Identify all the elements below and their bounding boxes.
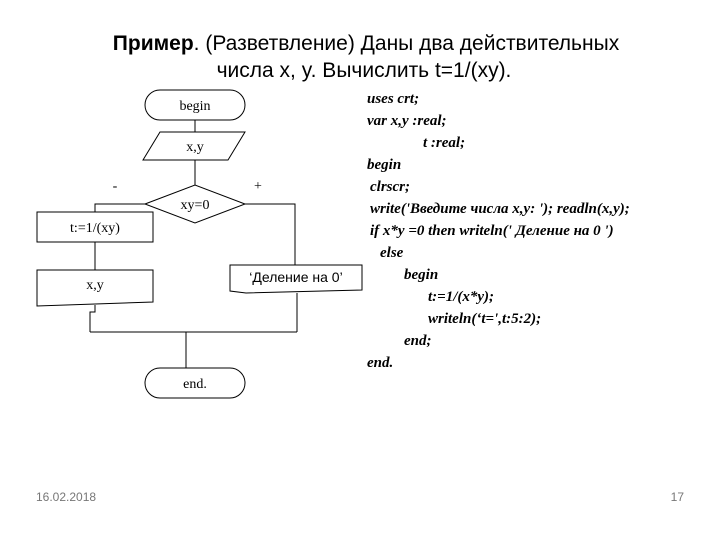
code-line: clrscr; bbox=[370, 179, 410, 195]
code-line: begin bbox=[404, 267, 439, 283]
code-line: if x*y =0 then writeln(' Деление на 0 ') bbox=[370, 223, 614, 239]
title-line1: . (Разветвление) Даны два действительных bbox=[193, 32, 620, 55]
pascal-code: uses crt; var x,y :real; t :real; begin … bbox=[0, 88, 720, 378]
output-result-doc bbox=[36, 269, 154, 307]
code-line: t :real; bbox=[423, 135, 466, 151]
no-branch-label: - bbox=[113, 179, 118, 194]
output-error-doc bbox=[229, 264, 363, 294]
slide-date: 16.02.2018 bbox=[36, 490, 97, 504]
slide-title: Пример. (Разветвление) Даны два действит… bbox=[0, 30, 720, 84]
title-bold: Пример bbox=[112, 32, 194, 55]
end-label: end. bbox=[183, 377, 207, 392]
output-error-label: ‘Деление на 0’ bbox=[249, 269, 342, 285]
code-line: write('Введите числа x,y: '); readln(x,y… bbox=[370, 201, 630, 217]
output-result-label: x,y bbox=[86, 278, 104, 293]
code-line: writeln(‘t=',t:5:2); bbox=[428, 311, 542, 327]
input-parallelogram bbox=[142, 131, 246, 161]
code-line: end. bbox=[367, 355, 394, 371]
compute-label: t:=1/(xy) bbox=[70, 221, 120, 236]
end-terminator bbox=[144, 367, 246, 399]
code-line: t:=1/(x*y); bbox=[428, 289, 495, 305]
code-line: else bbox=[380, 245, 404, 261]
yes-branch-label: + bbox=[254, 179, 262, 194]
compute-block bbox=[36, 211, 154, 243]
slide-number: 17 bbox=[670, 490, 684, 504]
code-line: begin bbox=[367, 157, 402, 173]
code-line: uses crt; bbox=[367, 91, 420, 107]
code-line: end; bbox=[404, 333, 432, 349]
title-line2: числа x, y. Вычислить t=1/(xy). bbox=[216, 59, 512, 82]
input-label: x,y bbox=[186, 140, 204, 155]
condition-label: xy=0 bbox=[181, 198, 210, 213]
start-label: begin bbox=[179, 99, 210, 114]
code-line: var x,y :real; bbox=[367, 113, 447, 129]
